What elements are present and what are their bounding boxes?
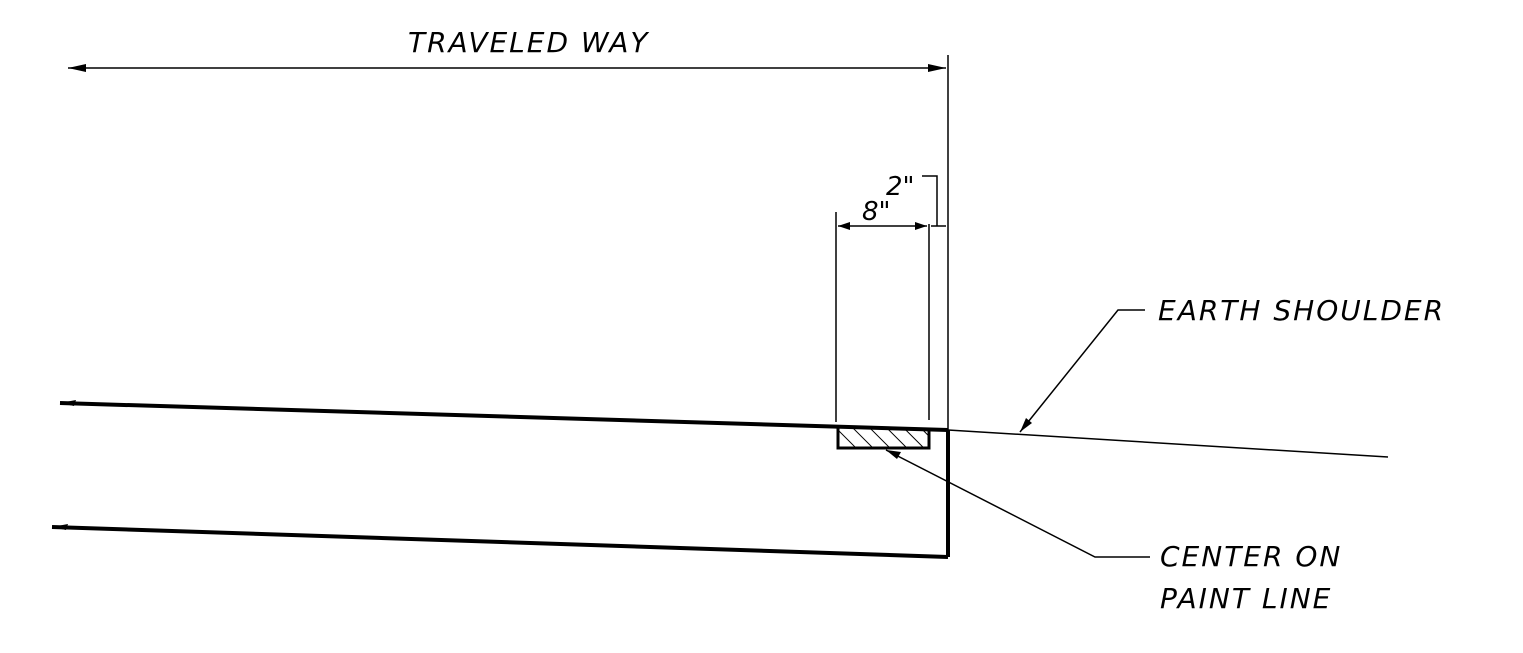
paint-stripe-hatch: [838, 428, 929, 448]
center-on-label-line1: CENTER ON: [1160, 540, 1342, 573]
earth-shoulder-label: EARTH SHOULDER: [1158, 294, 1445, 327]
pavement-top-arrow: [60, 400, 76, 406]
dim-8-inch-label: 8": [862, 197, 891, 227]
pavement-bottom-line: [51, 525, 949, 559]
pavement-bottom-arrow: [52, 524, 68, 530]
pavement-top-line: [59, 401, 949, 432]
center-on-leader-arrow: [886, 450, 901, 459]
center-on-leader: [885, 449, 1150, 558]
paint-stripe-outline: [836, 426, 931, 450]
earth-shoulder-line: [947, 429, 1389, 458]
dim-2-inch-label: 2": [886, 172, 915, 202]
center-on-label-line2: PAINT LINE: [1160, 582, 1332, 615]
earth-shoulder-leader-arrow: [1020, 418, 1032, 432]
dim-2-inch-leader: [922, 175, 938, 226]
earth-shoulder-leader: [1019, 309, 1145, 433]
traveled-way-label: TRAVELED WAY: [408, 26, 649, 59]
